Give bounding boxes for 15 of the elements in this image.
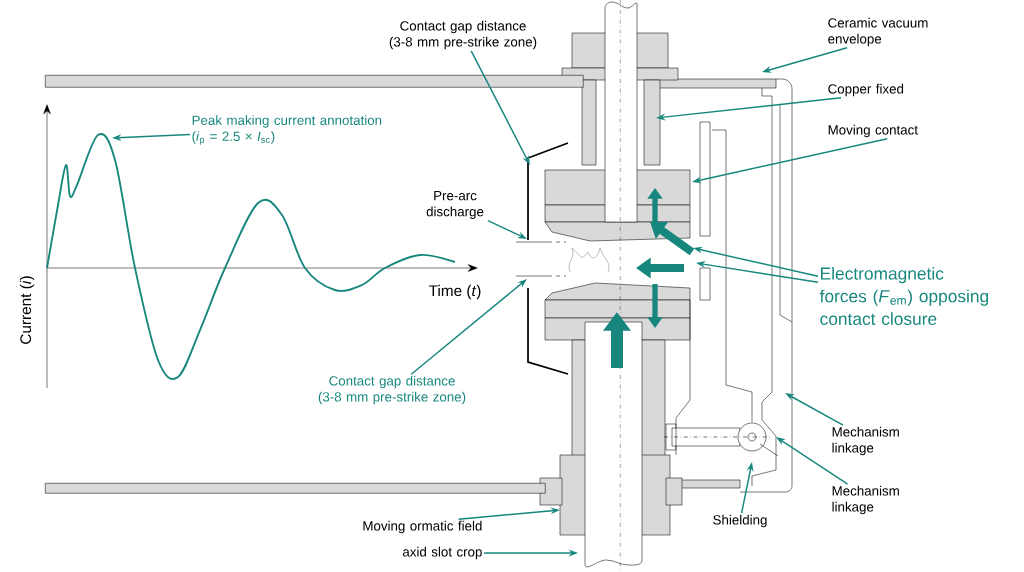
callout-label: Ceramic vacuum envelope: [828, 17, 928, 47]
callout-label: Copper fixed: [828, 83, 904, 97]
callout-label: Moving contact: [828, 124, 918, 138]
callout-label: axid slot crop: [402, 546, 482, 560]
callout-label: Electromagnetic forces (F$_{em}$) opposing contact closure: [819, 266, 989, 326]
axis-label: Time (t): [428, 284, 481, 300]
callout-label: Pre-arc discharge: [426, 191, 484, 219]
callout-label: Moving ormatic field: [363, 520, 482, 534]
callout-label: Contact gap distance (3-8 mm pre-strike zone): [389, 20, 537, 50]
callout-label: Contact gap distance (3-8 mm pre-strike zone): [318, 375, 466, 405]
callout-label: Mechanism linkage: [832, 485, 899, 515]
leader-line: [410, 279, 527, 375]
axis-label: Current (i): [19, 276, 35, 344]
callout-label: Peak making current annotation (i$_{p}$ = 2.5 × I$_{sc}$): [192, 115, 382, 145]
callout-label: Mechanism linkage: [832, 426, 899, 456]
